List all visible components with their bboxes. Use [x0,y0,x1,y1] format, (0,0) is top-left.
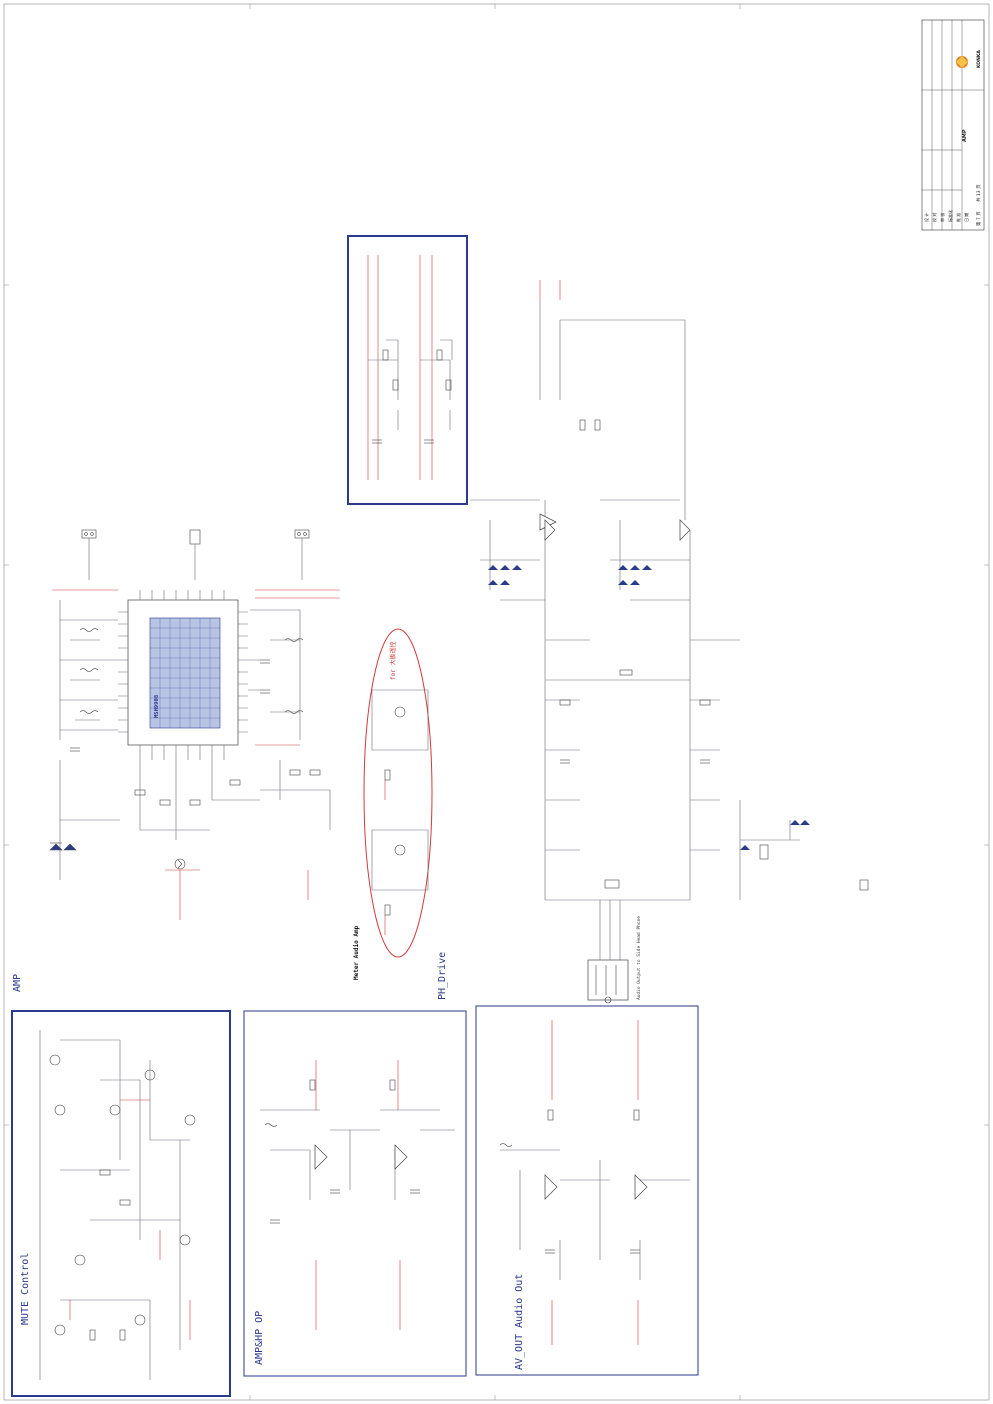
ic-part-number: MSH9908 [154,695,160,718]
headphone-jack [587,959,629,1004]
ph-drive-label: PH_Drive [437,952,448,1000]
amp-ic-area: MSH9908 [49,529,340,920]
meter-audio-block [347,235,468,505]
ic-thermal-pad [149,617,221,729]
amp-page-label: AMP [12,974,23,992]
amp-hp-block: AMP&HP OP [243,1010,467,1377]
title-total-pages: 共 13 页 [975,184,982,202]
red-annotation: for 大板遥控 [363,628,433,958]
border-ticks [4,4,989,1400]
title-row-3: 审 核 [939,213,945,222]
mute-control-label: MUTE Control [20,1253,31,1325]
title-page-name: AMP [962,129,968,142]
title-company: KONKA [976,50,982,68]
audio-output-note: Audio Output to Side Head Phone [636,916,642,1000]
meter-audio-label: Meter Audio Amp [353,925,360,980]
title-block: 设 计 校 对 审 核 标准化 批 准 日 期 AMP KONKA 第 7 页 … [921,19,985,231]
mute-control-block: MUTE Control [11,1010,231,1397]
annotation-text: for 大板遥控 [389,642,397,680]
title-row-5: 批 准 [955,213,961,222]
ph-drive-area: Audio Output to Side Head Phone [470,280,869,1004]
sheet-border [3,3,990,1401]
title-page-number: 第 7 页 [975,211,982,226]
title-row-6: 日 期 [963,213,969,222]
av-out-block: AV_OUT Audio Out [475,1005,699,1376]
title-row-2: 校 对 [931,213,937,222]
av-out-label: AV_OUT Audio Out [514,1274,525,1370]
title-row-4: 标准化 [947,210,953,222]
amp-hp-label: AMP&HP OP [254,1311,265,1365]
konka-logo [956,56,968,68]
title-row-1: 设 计 [923,213,929,222]
